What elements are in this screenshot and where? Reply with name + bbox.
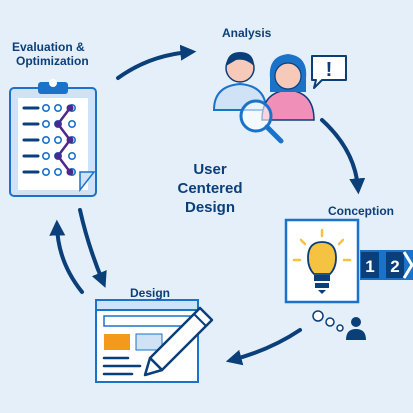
stage-label-line: Evaluation & [12, 40, 85, 54]
people-icon [212, 52, 315, 121]
pencil-icon [143, 306, 214, 377]
center-title-line: Centered [177, 180, 243, 197]
center-title-line: User [193, 161, 227, 178]
magnifier-icon [239, 99, 284, 144]
stage-label-analysis: Analysis [222, 26, 272, 40]
center-title: User Centered Design [155, 160, 265, 217]
thought-bubble-icon [312, 310, 344, 332]
stage-label-conception: Conception [328, 204, 394, 218]
speech-bubble-icon: ! [311, 55, 347, 89]
steps-strip: 1 2 [360, 250, 413, 280]
alert-symbol: ! [326, 59, 333, 81]
cycle-arrow-icon [49, 219, 84, 294]
person-icon [346, 317, 366, 340]
lightbulb-icon [284, 218, 360, 304]
stage-label-line: Optimization [16, 54, 89, 68]
clipboard-icon [9, 79, 97, 197]
center-title-line: Design [184, 199, 235, 216]
step-number: 2 [390, 257, 399, 276]
step-number: 1 [365, 257, 374, 276]
cycle-arrow-icon [225, 328, 302, 366]
cycle-arrow-icon [116, 44, 197, 80]
stage-label-evaluation: Evaluation & Optimization [12, 40, 89, 68]
cycle-arrow-icon [320, 118, 366, 195]
cycle-arrow-icon [78, 208, 107, 288]
stage-label-design: Design [130, 286, 171, 300]
